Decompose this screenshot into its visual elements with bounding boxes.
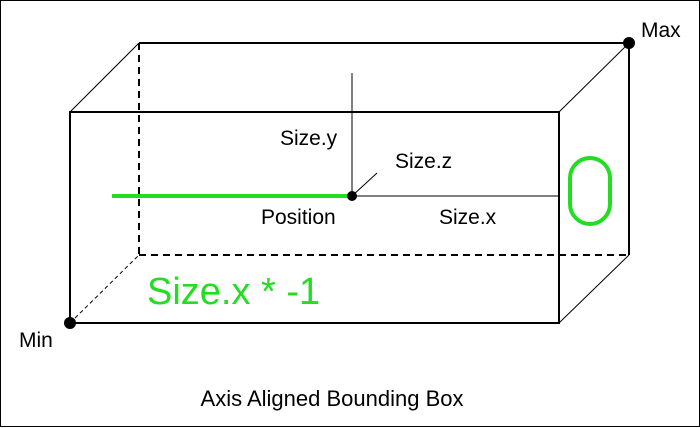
max-label: Max [641, 19, 681, 42]
max-point [623, 37, 635, 49]
min-label: Min [19, 329, 53, 352]
size-z-label: Size.z [395, 150, 452, 173]
top-right-depth-edge [558, 42, 630, 113]
green-zero-shape [568, 156, 612, 226]
size-z-axis-line [351, 172, 378, 197]
bottom-right-depth-edge [558, 254, 630, 324]
front-face [69, 111, 560, 324]
bottom-left-depth-edge [69, 254, 140, 324]
size-x-label: Size.x [439, 206, 497, 229]
position-point [347, 191, 357, 201]
min-point [64, 317, 76, 329]
position-label: Position [261, 206, 336, 229]
negative-size-x-label: Size.x * -1 [147, 271, 320, 313]
size-y-label: Size.y [280, 127, 338, 150]
top-left-depth-edge [69, 42, 140, 113]
diagram-caption: Axis Aligned Bounding Box [201, 386, 464, 411]
